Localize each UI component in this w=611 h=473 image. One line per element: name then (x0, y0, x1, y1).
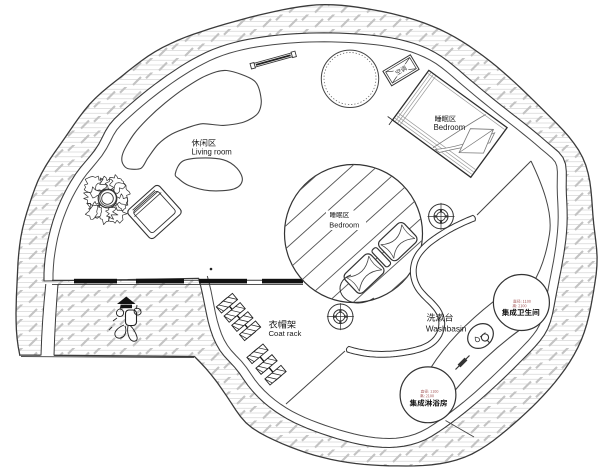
svg-text:Washbasin: Washbasin (426, 324, 467, 334)
svg-text:Coat rack: Coat rack (269, 329, 302, 338)
svg-text:Living room: Living room (192, 147, 232, 156)
svg-text:Bedroom: Bedroom (434, 123, 466, 132)
svg-text:Bedroom: Bedroom (329, 220, 359, 229)
